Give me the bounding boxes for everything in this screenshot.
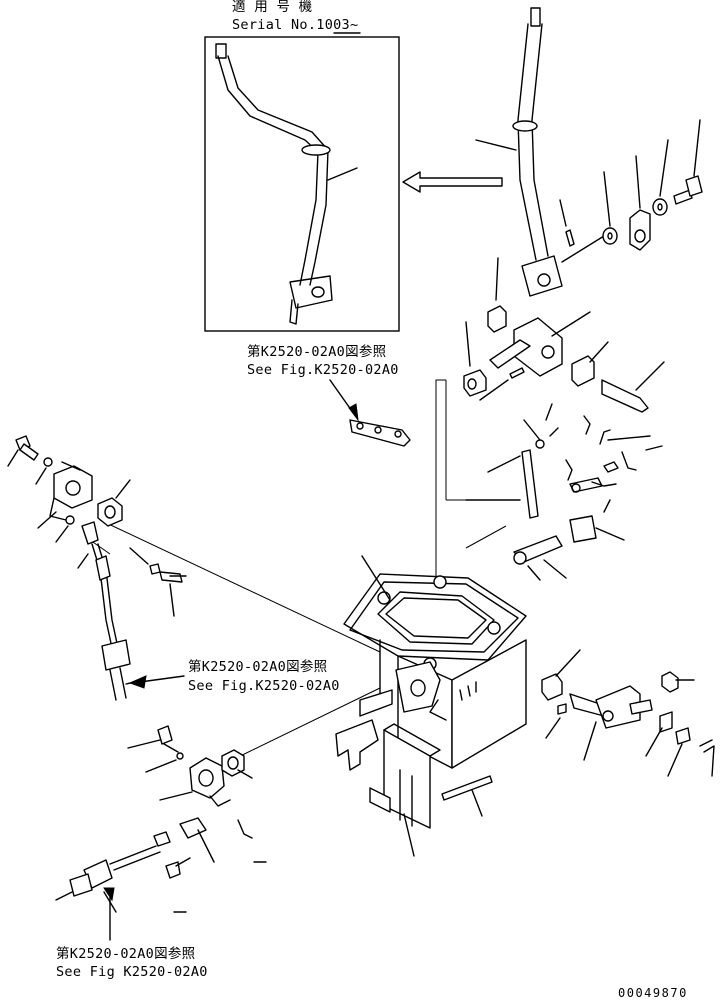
- reference-2: 第K2520-02A0図参照 See Fig.K2520-02A0: [128, 658, 340, 694]
- main-lever: [475, 7, 605, 297]
- inset-applicability-label: 適 用 号 機: [232, 0, 313, 15]
- left-upper-assembly: [7, 435, 131, 543]
- reference-3: 第K2520-02A0図参照 See Fig K2520-02A0: [56, 945, 208, 980]
- clevis-assembly: [463, 257, 665, 413]
- guide-lines: [89, 379, 507, 761]
- right-pivot: [541, 649, 715, 777]
- reference-1-jp: 第K2520-02A0図参照: [247, 343, 386, 360]
- reference-1: 第K2520-02A0図参照 See Fig.K2520-02A0: [247, 343, 411, 447]
- inset-serial-label: Serial No.1003~: [232, 17, 358, 33]
- lever-housing: [335, 555, 527, 857]
- reference-2-en: See Fig.K2520-02A0: [188, 678, 340, 694]
- left-rod: [77, 521, 187, 701]
- inset-frame: [204, 36, 400, 332]
- drawing-number: 00049870: [618, 986, 688, 1000]
- reference-3-en: See Fig K2520-02A0: [56, 964, 208, 980]
- lower-cable: [55, 831, 171, 941]
- left-lower-assembly: [127, 725, 267, 913]
- reference-2-jp: 第K2520-02A0図参照: [188, 658, 327, 675]
- reference-1-en: See Fig.K2520-02A0: [247, 362, 399, 378]
- inset-panel: 適 用 号 機 Serial No.1003~: [204, 0, 400, 332]
- inset-arrow: [402, 171, 503, 193]
- detent-parts: [465, 403, 663, 581]
- inset-lever-drawing: [215, 43, 358, 325]
- upper-hardware: [559, 119, 703, 251]
- reference-3-jp: 第K2520-02A0図参照: [56, 945, 195, 962]
